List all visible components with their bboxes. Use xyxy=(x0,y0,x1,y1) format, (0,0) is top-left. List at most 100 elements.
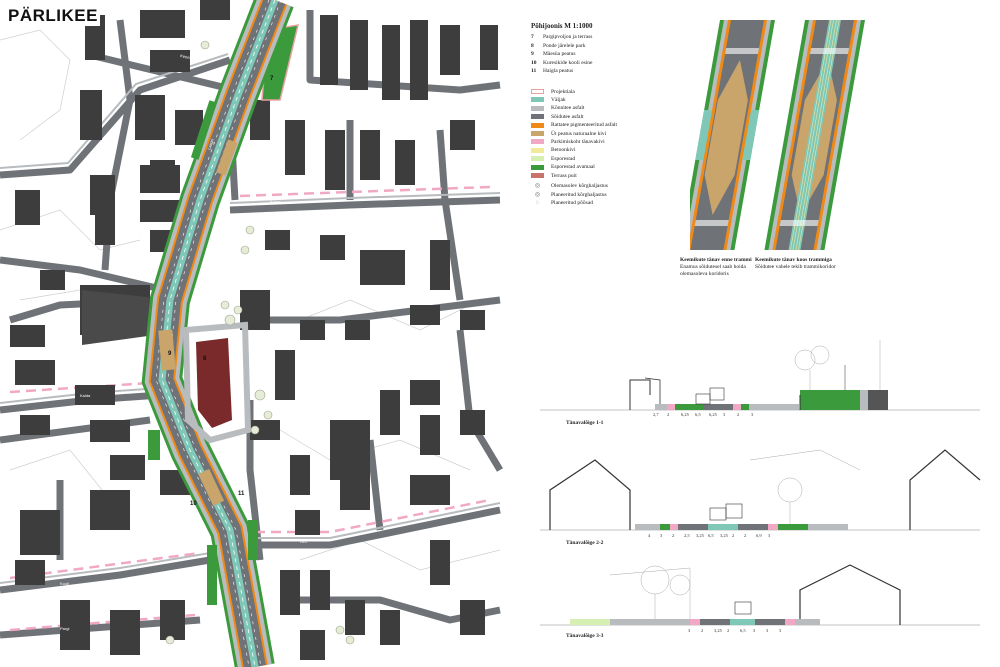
detail-plans xyxy=(690,20,865,250)
legend-material-label: Betoonkivi xyxy=(551,147,576,154)
legend-material-label: Üt peatus naturaalne kivi xyxy=(551,130,607,137)
section-dimension: 2 xyxy=(727,628,730,633)
street-label: Laagri xyxy=(206,138,215,150)
legend-material-item: Parkimiskoht tänavakivi xyxy=(531,138,605,145)
legend-swatch xyxy=(531,105,544,111)
legend-number: 10 xyxy=(531,59,537,66)
plan-numbers: 7 8 9 10 11 xyxy=(168,76,274,507)
section-dimension: 6,9 xyxy=(756,533,762,538)
section-dimension: 3 xyxy=(779,628,782,633)
section-dimension: 2 xyxy=(744,533,747,538)
legend-material-label: Esporestad avamaal xyxy=(551,164,595,171)
section-dimension: 6,5 xyxy=(740,628,746,633)
section-label: Tänavalõige 2-2 xyxy=(566,540,604,546)
section-dimension: 2 xyxy=(737,412,740,417)
tree-symbol-icon: ◎ xyxy=(534,183,541,189)
legend-material-item: Esporestad xyxy=(531,155,575,162)
detail-caption-after: Keemikute tänav koos trammiga Sõidutee v… xyxy=(755,257,845,271)
legend-symbol-item: ◎ Olemasolev kõrghaljastus xyxy=(531,183,608,189)
legend-number: 7 xyxy=(531,34,534,40)
section-dimension: 3,25 xyxy=(714,628,722,633)
legend-material-item: Terrass puit xyxy=(531,172,577,179)
legend-swatch xyxy=(531,139,544,145)
legend-swatch xyxy=(531,173,544,178)
legend-material-label: Esporestad xyxy=(551,155,576,162)
street-label: Keemikute xyxy=(180,53,200,62)
street-label: Kalmu xyxy=(270,199,281,204)
site-plan: Keemikute Kalmu Kalda Oru Kooli Pargi La… xyxy=(0,0,504,667)
street-sections xyxy=(540,340,981,626)
section-dimension: 3 xyxy=(753,628,756,633)
section-dimension: 4 xyxy=(648,533,651,538)
section-dimension: 3 xyxy=(660,533,663,538)
section-dimension: 6,25 xyxy=(709,412,717,417)
legend-symbol-item: ◎ Planeeritud kõrghaljastus xyxy=(531,192,607,198)
legend-heading: Põhijoonis M 1:1000 xyxy=(531,22,593,30)
section-dimension: 6,5 xyxy=(708,533,714,538)
legend-symbol-label: Planeeritud kõrghaljastus xyxy=(551,191,607,198)
green-strips xyxy=(148,100,258,605)
section-dimension: 6,5 xyxy=(695,412,701,417)
detail-after xyxy=(764,20,865,250)
mall-building xyxy=(82,290,155,345)
tree-symbol-icon: ◎ xyxy=(534,191,541,198)
detail-text: Sõidutee vahele tekib trammikoridor xyxy=(755,264,836,270)
tree-symbol-icon: ◌ xyxy=(535,200,540,206)
legend-material-label: Terrass puit xyxy=(551,172,577,179)
legend-number: 9 xyxy=(531,51,534,57)
legend-material-label: Kõnnitee asfalt xyxy=(551,105,585,112)
legend-material-item: Väljak xyxy=(531,96,566,103)
legend-swatch xyxy=(531,164,544,170)
section-dimension: 6,25 xyxy=(681,412,689,417)
legend-swatch xyxy=(531,114,544,120)
street-label: Kalda xyxy=(80,393,91,398)
legend-symbol-label: Olemasolev kõrghaljastus xyxy=(551,183,608,189)
section-dimension: 2 xyxy=(667,412,670,417)
legend-material-label: Projektiala xyxy=(551,88,575,95)
legend-swatch xyxy=(531,156,544,162)
legend-swatch xyxy=(531,147,544,153)
legend-material-item: Betoonkivi xyxy=(531,147,575,154)
section-dimension: 2 xyxy=(672,533,675,538)
legend-numbered-label: Pargipvoljon ja terrass xyxy=(543,34,593,40)
detail-before xyxy=(690,20,775,250)
legend-material-item: Kõnnitee asfalt xyxy=(531,105,584,112)
detail-title: Keemikute tänav koos trammiga xyxy=(755,257,832,263)
legend-material-item: Esporestad avamaal xyxy=(531,164,595,171)
legend-material-label: Väljak xyxy=(551,96,566,103)
legend-numbered-item: 9 Mäesüa peatus xyxy=(531,51,576,57)
page-title: PÄRLIKEE xyxy=(6,6,100,26)
section-1-1 xyxy=(540,340,980,411)
street-names: Keemikute Kalmu Kalda Oru Kooli Pargi La… xyxy=(60,53,307,631)
section-dimension: 3 xyxy=(768,533,771,538)
section-dimension: 2 xyxy=(732,533,735,538)
street-label: Kooli xyxy=(60,581,69,586)
trees xyxy=(165,40,355,645)
section-dimension: 2 xyxy=(701,628,704,633)
plan-number: 8 xyxy=(203,356,207,362)
detail-text: Enamus sõidutesel saab hoida olemasoleva… xyxy=(680,264,746,277)
legend-swatch xyxy=(531,97,544,103)
section-dimension: 3 xyxy=(751,412,754,417)
section-dimension: 3,25 xyxy=(696,533,704,538)
section-dimension: 2,7 xyxy=(653,412,659,417)
detail-caption-before: Keemikute tänav enne trammi Enamus sõidu… xyxy=(680,257,770,278)
section-2-2 xyxy=(540,449,981,531)
legend-material-label: Rattatee pigmenteeritud asfalt xyxy=(551,122,617,129)
legend-number: 8 xyxy=(531,42,534,49)
legend-numbered-item: 8 Ponde järelele park xyxy=(531,43,585,49)
terrace xyxy=(196,338,232,428)
legend-symbol-item: ◌Planeeritud põõsad xyxy=(531,200,593,206)
section-dimension: 3 xyxy=(688,628,691,633)
section-dimension: 3 xyxy=(723,412,726,417)
legend-material-label: Parkimiskoht tänavakivi xyxy=(551,138,605,145)
legend-numbered-label: Ponde järelele park xyxy=(543,42,586,49)
legend-numbered-label: Mäesüa peatus xyxy=(543,51,576,57)
legend-numbered-item: 7 Pargipvoljon ja terrass xyxy=(531,34,592,40)
section-label: Tänavalõige 3-3 xyxy=(566,633,604,639)
legend-material-item: Rattatee pigmenteeritud asfalt xyxy=(531,122,617,129)
section-dimension: 3,25 xyxy=(720,533,728,538)
section-label: Tänavalõige 1-1 xyxy=(566,420,604,426)
